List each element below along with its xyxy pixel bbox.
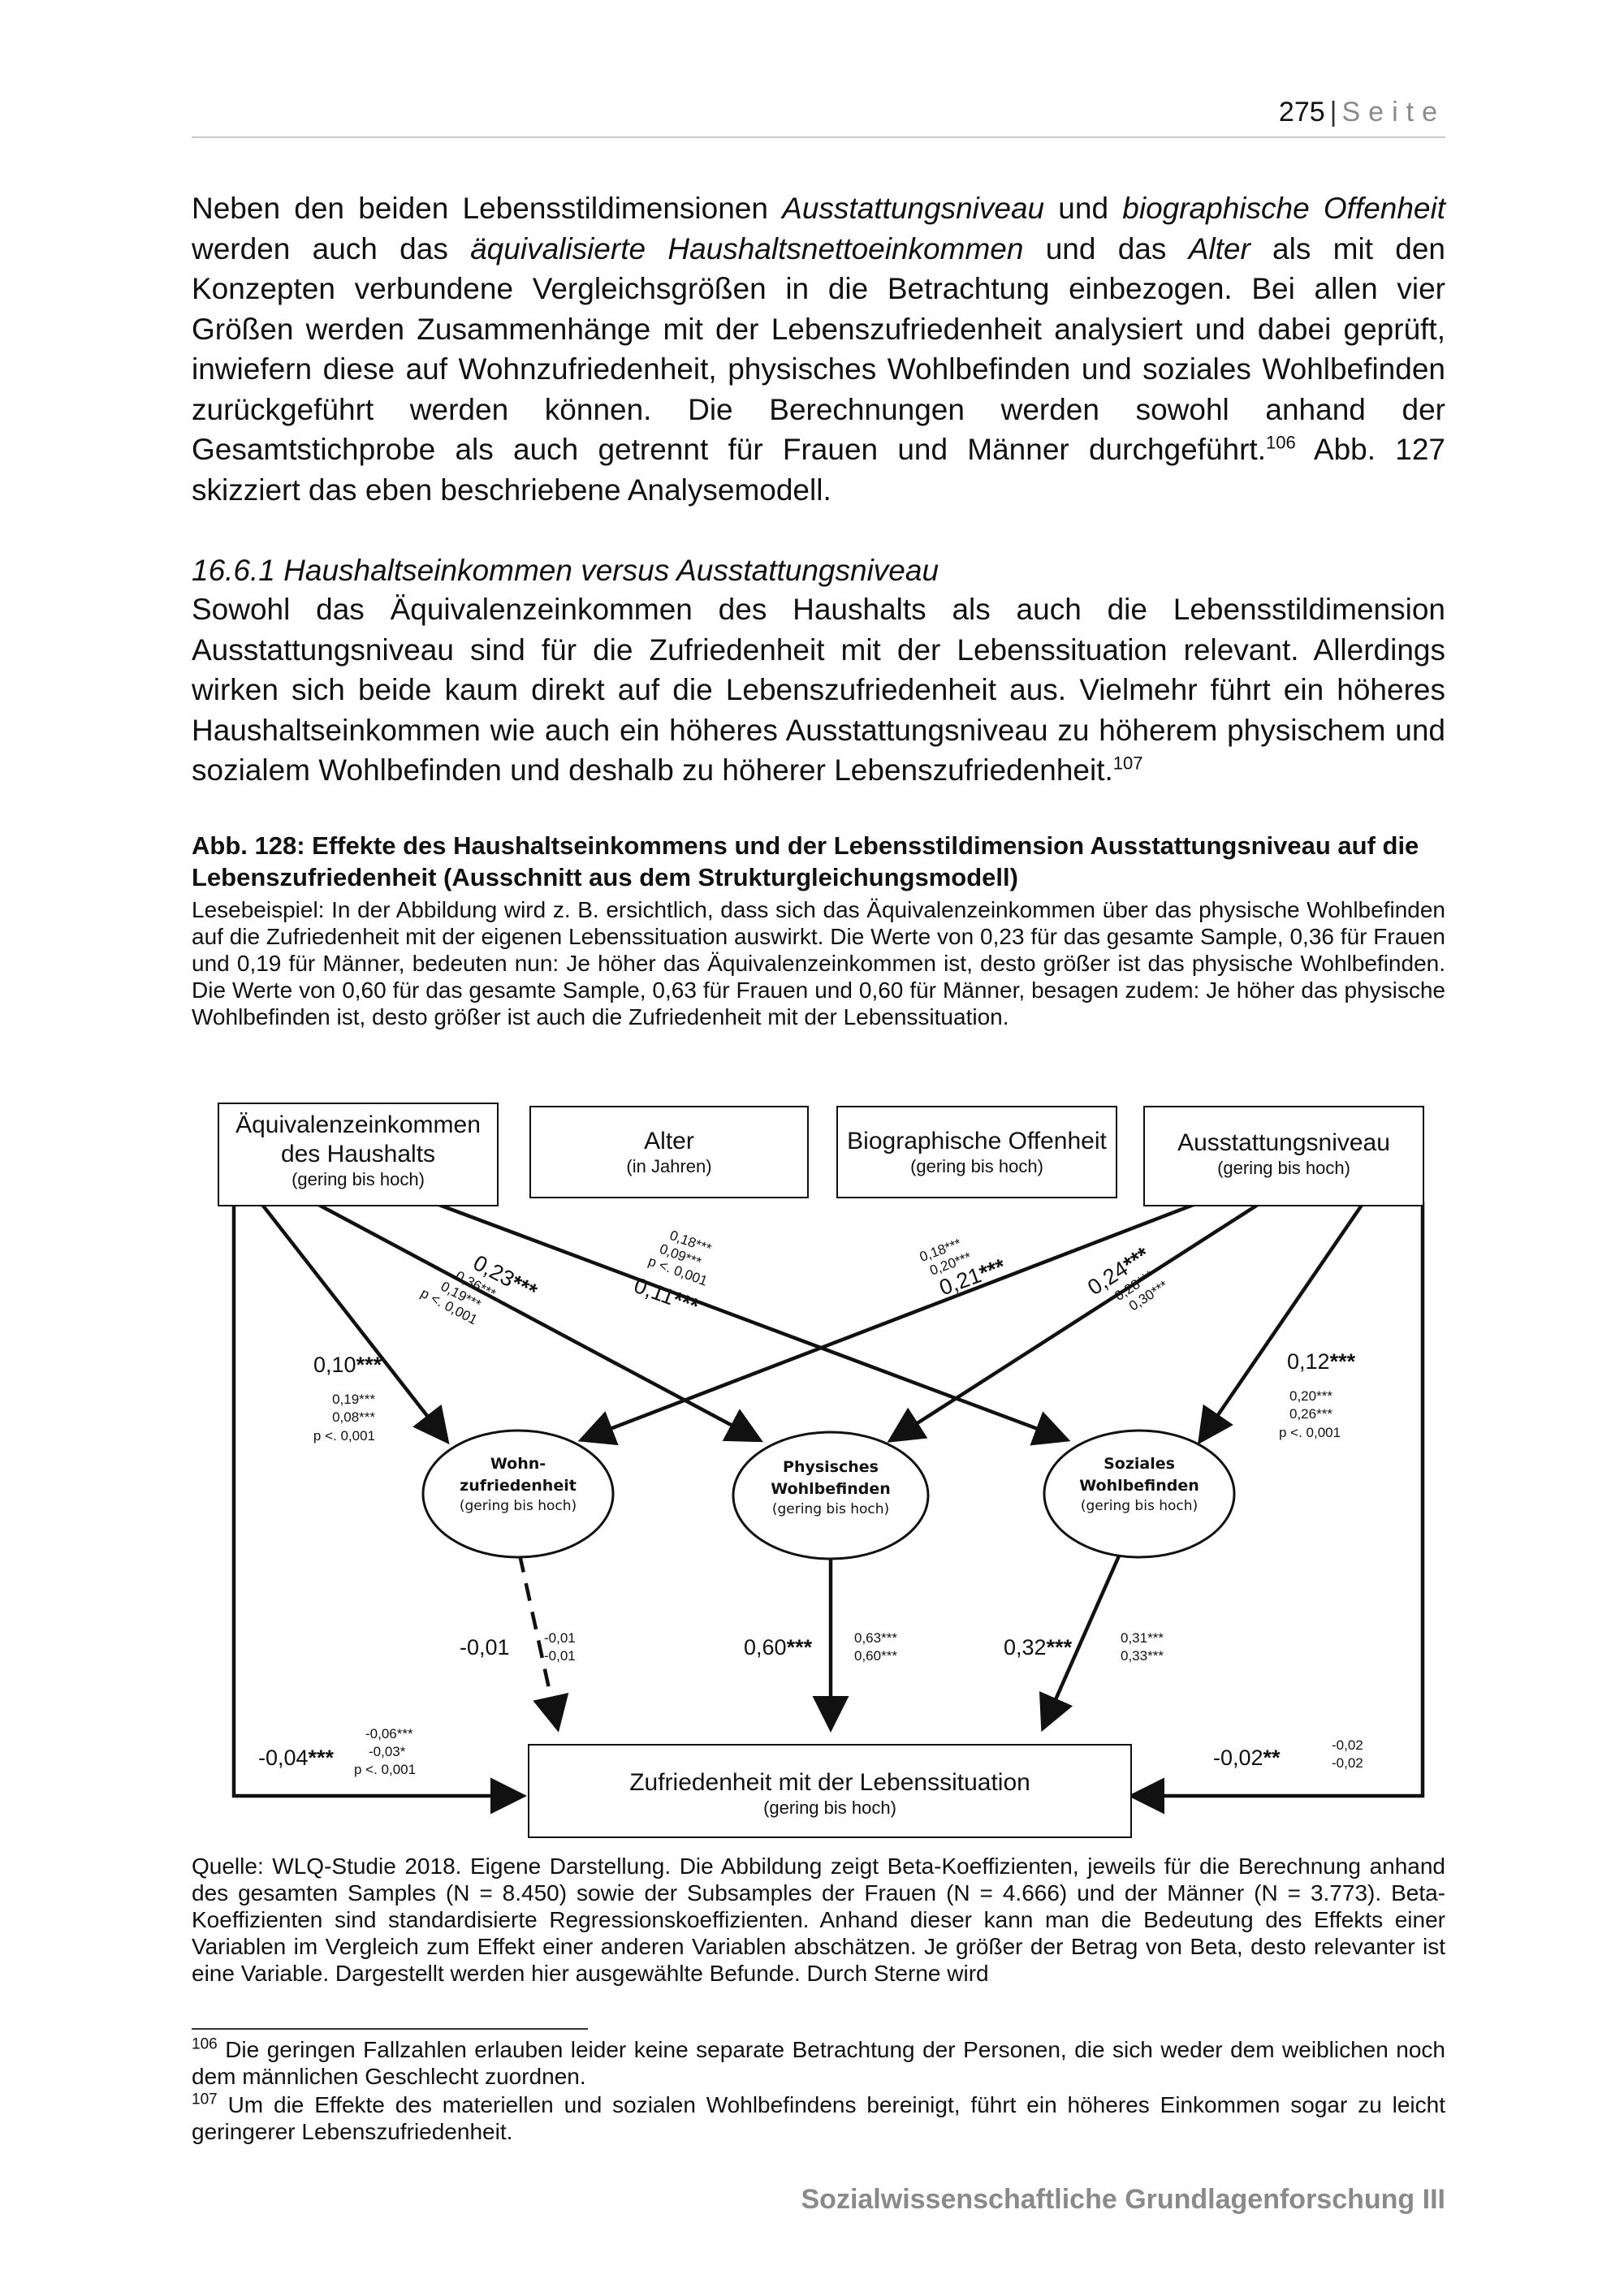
coef-equip-soz-women: 0,20*** (1289, 1388, 1332, 1404)
box-equip: Ausstattungsniveau (gering bis hoch) (1143, 1106, 1424, 1206)
coef-equip-life-total: -0,02** (1213, 1746, 1281, 1770)
footnote-107-number: 107 (192, 2091, 218, 2108)
figure-title: Abb. 128: Effekte des Haushaltseinkommen… (192, 831, 1419, 891)
footnote-107: 107 Um die Effekte des materiellen und s… (192, 2091, 1446, 2144)
box-life-satisfaction: Zufriedenheit mit der Lebenssituation (g… (528, 1744, 1132, 1838)
coef-income-wohn-women: 0,19*** (332, 1392, 375, 1407)
footnote-106: 106 Die geringen Fallzahlen erlauben lei… (192, 2035, 1446, 2089)
coef-phys-life-men: 0,60*** (854, 1648, 897, 1664)
ellipse-soz-shape (1043, 1429, 1236, 1559)
reading-example: Lesebeispiel: In der Abbildung wird z. B… (192, 897, 1445, 1029)
footnote-rule (192, 2028, 588, 2030)
coef-equip-life-men: -0,02 (1332, 1755, 1363, 1771)
ellipse-phys-shape (732, 1431, 930, 1560)
page-header: 275|Seite (192, 96, 1445, 138)
coef-soz-life-total: 0,32*** (1004, 1635, 1073, 1659)
arrow-equip-phys (887, 1200, 1264, 1443)
coef-phys-life-women: 0,63*** (854, 1630, 897, 1646)
coef-wohn-life-women: -0,01 (544, 1630, 576, 1646)
coef-income-life-p: p <. 0,001 (354, 1762, 417, 1777)
section-heading: 16.6.1 Haushaltseinkommen versus Ausstat… (192, 554, 939, 587)
ellipse-soz: Soziales Wohlbefinden (gering bis hoch) (1079, 1455, 1199, 1514)
box-income: Äquivalenzeinkommen des Haushalts (gerin… (218, 1103, 499, 1206)
ellipse-wohn-shape (421, 1429, 615, 1559)
coef-phys-life-total: 0,60*** (744, 1635, 813, 1659)
coef-soz-life-men: 0,33*** (1121, 1648, 1164, 1664)
page-footer: Sozialwissenschaftliche Grundlagenforsch… (801, 2184, 1446, 2215)
footnote-ref-107: 107 (1112, 753, 1143, 774)
coef-equip-soz-men: 0,26*** (1289, 1406, 1332, 1422)
diagram-arrows (231, 1199, 1425, 1815)
path-diagram: Äquivalenzeinkommen des Haushalts (gerin… (195, 1088, 1445, 1843)
coef-wohn-life-total: -0,01 (460, 1635, 510, 1659)
section-paragraph: Sowohl das Äquivalenzeinkommen des Haush… (192, 593, 1445, 787)
footnote-ref-106: 106 (1266, 432, 1296, 453)
coef-wohn-life-men: -0,01 (544, 1648, 576, 1664)
coef-equip-soz-p: p <. 0,001 (1279, 1425, 1341, 1440)
coef-income-wohn-men: 0,08*** (332, 1409, 375, 1425)
coef-equip-life-women: -0,02 (1332, 1737, 1363, 1753)
page-number-separator: | (1329, 97, 1337, 127)
coef-equip-soz-total: 0,12*** (1287, 1349, 1356, 1374)
coef-income-wohn-total: 0,10*** (313, 1353, 382, 1377)
arrow-income-wohn (258, 1200, 450, 1445)
coef-soz-life-women: 0,31*** (1121, 1630, 1164, 1646)
arrow-soz-life (1039, 1552, 1123, 1733)
coef-income-life-total: -0,04*** (258, 1746, 335, 1770)
ellipse-phys: Physisches Wohlbefinden (gering bis hoch… (771, 1458, 891, 1517)
coef-income-life-men: -0,03* (369, 1744, 406, 1759)
arrow-equip-soz (1197, 1200, 1366, 1445)
page-word: Seite (1341, 97, 1445, 127)
intro-paragraph: Neben den beiden Lebensstildimensionen A… (192, 192, 1446, 507)
page-number: 275|Seite (1279, 96, 1445, 128)
ellipse-wohn: Wohn- zufriedenheit (gering bis hoch) (459, 1455, 577, 1514)
arrow-equip-wohn (577, 1199, 1203, 1446)
footnote-106-number: 106 (192, 2035, 218, 2053)
page-number-value: 275 (1278, 97, 1325, 127)
coef-income-wohn-p: p <. 0,001 (313, 1428, 375, 1444)
coef-income-life-women: -0,06*** (365, 1726, 413, 1741)
arrow-income-soz (430, 1199, 1071, 1446)
box-age: Alter (in Jahren) (529, 1106, 809, 1198)
arrow-equip-life (1128, 1202, 1425, 1815)
figure-source: Quelle: WLQ-Studie 2018. Eigene Darstell… (192, 1854, 1445, 1986)
box-bio: Biographische Offenheit (gering bis hoch… (836, 1106, 1117, 1198)
arrow-income-life (231, 1202, 527, 1815)
